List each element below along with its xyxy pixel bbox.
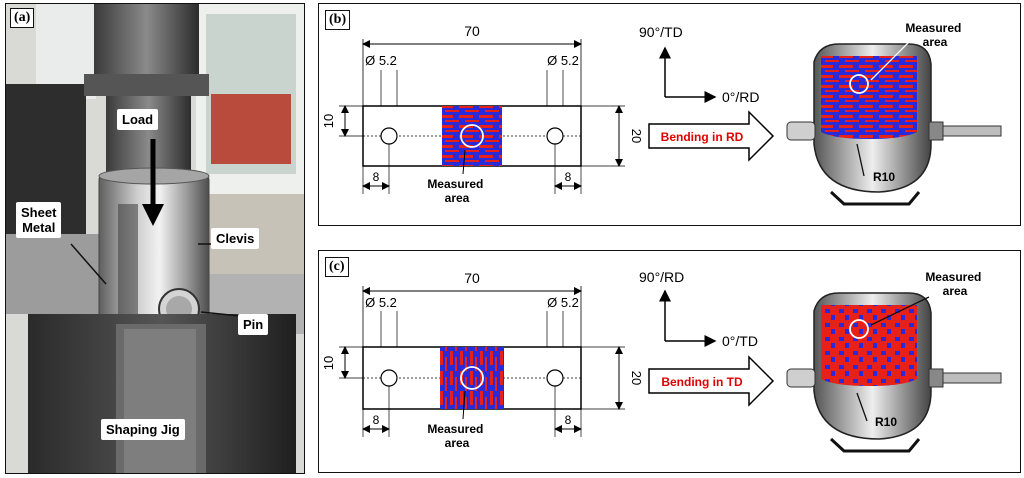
- radius-label: R10: [873, 170, 895, 184]
- bent-specimen-photo: [786, 292, 1002, 453]
- measured-area-label: Measured area: [427, 422, 486, 450]
- panel-label-b: (b): [325, 10, 351, 30]
- panel-b: 70 Ø 5.2 Ø 5.2 Measured area 10 20 8: [318, 3, 1021, 226]
- hole-left-dimension: Ø 5.2: [365, 295, 397, 310]
- bending-arrow: [648, 355, 775, 407]
- height-left-dimension: 10: [321, 356, 336, 370]
- length-dimension: 70: [464, 23, 480, 39]
- hole-right: [546, 127, 564, 145]
- panel-c-diagram: 70 Ø 5.2 Ø 5.2 Measured area 10 20 8 8: [321, 269, 1002, 453]
- label-line: area: [445, 436, 470, 450]
- label-line: area: [923, 35, 948, 49]
- pin-label: Pin: [238, 314, 269, 335]
- edge-left-dimension: 8: [373, 170, 380, 184]
- measured-area-photo-label: Measured area: [905, 21, 964, 49]
- hole-left: [380, 127, 398, 145]
- bent-specimen-photo: [786, 43, 1002, 206]
- edge-right-dimension: 8: [565, 170, 572, 184]
- hole-right: [546, 369, 564, 387]
- panel-label-c: (c): [325, 257, 349, 277]
- label-line: area: [943, 284, 968, 298]
- height-right-dimension: 20: [629, 371, 644, 385]
- hole-right-dimension: Ø 5.2: [547, 295, 579, 310]
- panel-b-diagram: 70 Ø 5.2 Ø 5.2 Measured area 10 20 8: [321, 21, 1002, 206]
- ebsd-map: [442, 106, 502, 166]
- bending-label: Bending in TD: [661, 375, 743, 389]
- radius-label: R10: [875, 415, 897, 429]
- length-dimension: 70: [464, 270, 480, 286]
- hole-right-dimension: Ø 5.2: [547, 53, 579, 68]
- axis-horizontal-label: 0°/RD: [722, 89, 760, 105]
- edge-right-dimension: 8: [565, 413, 572, 427]
- height-left-dimension: 10: [321, 114, 336, 128]
- hole-left-dimension: Ø 5.2: [365, 53, 397, 68]
- hole-left: [380, 369, 398, 387]
- ebsd-map: [440, 347, 504, 409]
- shaping-jig-label: Shaping Jig: [101, 419, 185, 440]
- label-line: area: [445, 191, 470, 205]
- panel-label-a: (a): [10, 8, 35, 28]
- bending-label: Bending in RD: [661, 130, 744, 144]
- load-label: Load: [117, 109, 159, 130]
- measured-area-photo-label: Measured area: [925, 270, 984, 298]
- clevis-label: Clevis: [211, 228, 260, 249]
- height-right-dimension: 20: [629, 129, 644, 143]
- bending-arrow: [648, 110, 775, 162]
- sheet-metal-label: Sheet Metal: [16, 202, 62, 238]
- edge-left-dimension: 8: [373, 413, 380, 427]
- axis-vertical-label: 90°/TD: [639, 24, 683, 40]
- photo-illustration: [6, 4, 304, 473]
- axis-horizontal-label: 0°/TD: [722, 333, 758, 349]
- axis-vertical-label: 90°/RD: [639, 269, 684, 285]
- test-setup-photo: (a) Load Sheet Metal Clevis Pin Shaping …: [5, 3, 305, 474]
- panel-c: 70 Ø 5.2 Ø 5.2 Measured area 10 20 8 8: [318, 250, 1021, 473]
- measured-area-label: Measured area: [427, 177, 486, 205]
